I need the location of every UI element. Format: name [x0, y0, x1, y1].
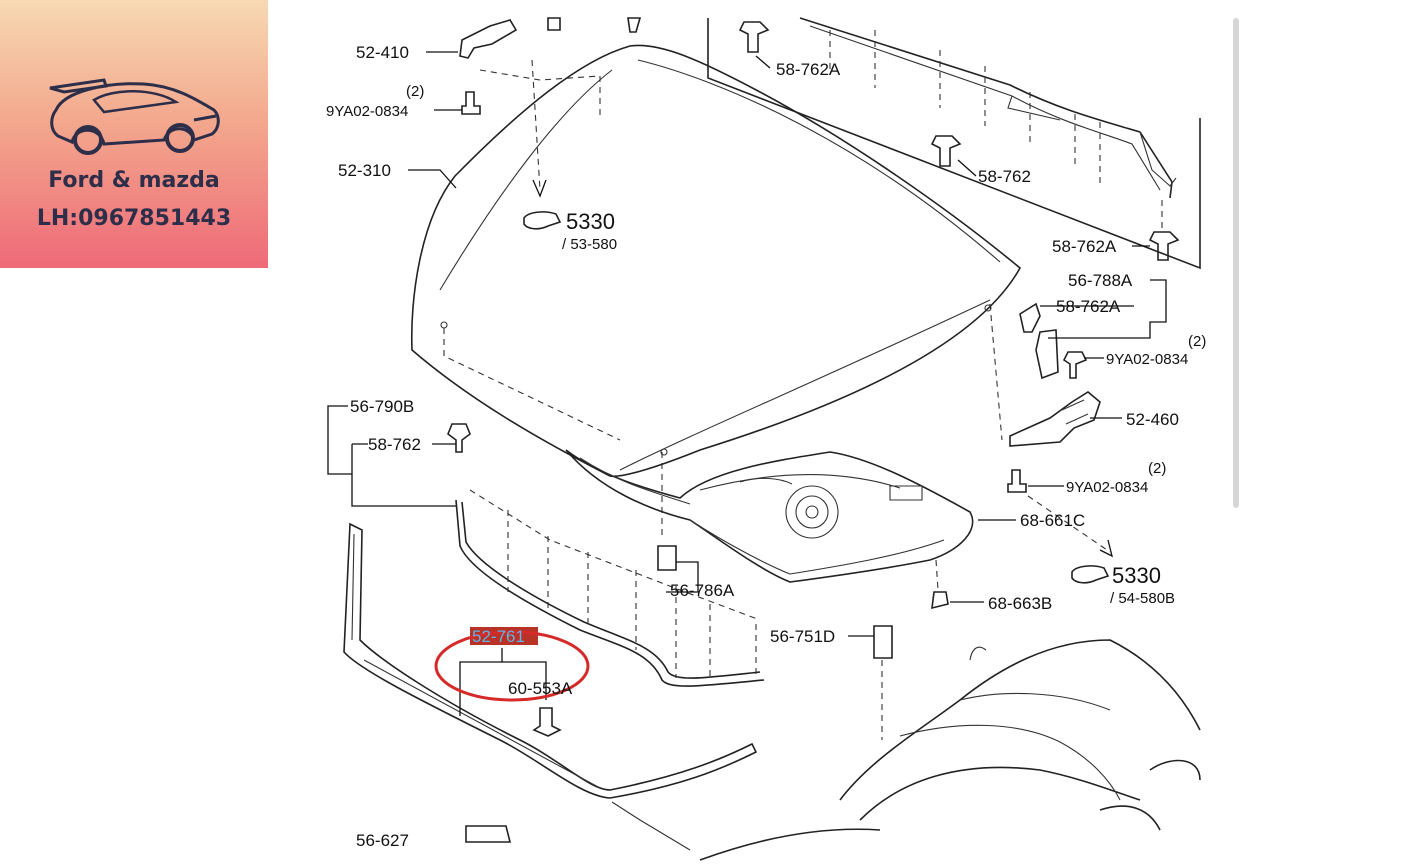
cable-clip-icon [447, 423, 471, 453]
bumper-stop-icon [873, 625, 893, 659]
scrollbar[interactable] [1233, 18, 1239, 508]
reference-hand-icon [1071, 565, 1110, 584]
callout-56-751d: 56-751D [770, 627, 835, 646]
callout-qty: (2) [1148, 460, 1166, 477]
callout-58-762: 58-762 [978, 167, 1031, 186]
hood-panel [410, 44, 1022, 540]
callout-52-761-highlighted: 52-761 [472, 627, 525, 646]
hood-seal-strip [455, 489, 765, 687]
callout-52-460: 52-460 [1126, 410, 1179, 429]
grommet-icon [532, 707, 562, 737]
callout-9ya02-0834: 9YA02-0834 [1106, 351, 1188, 368]
callout-52-410: 52-410 [356, 43, 409, 62]
callout-56-627: 56-627 [356, 831, 409, 850]
brand-phone: LH:0967851443 [36, 206, 232, 231]
bolt-icon [1007, 469, 1027, 493]
hood-stay-clip-icon [1019, 302, 1059, 380]
hood-hinge-right-icon [1009, 391, 1101, 447]
highlight-ring [434, 630, 590, 702]
callout-56-786a: 56-786A [670, 581, 735, 600]
callout-9ya02-0834: 9YA02-0834 [1066, 479, 1148, 496]
brand-banner: Ford & mazda LH:0967851443 [0, 0, 268, 268]
bumper-stop-icon [657, 545, 677, 571]
callout-58-762a: 58-762A [1052, 237, 1117, 256]
lower-seal-strip [343, 522, 758, 799]
callout-qty: (2) [1188, 333, 1206, 350]
brand-name: Ford & mazda [48, 168, 220, 193]
reference-5330: 5330 [566, 209, 615, 234]
callout-58-762a: 58-762A [776, 60, 841, 79]
callout-56-790b: 56-790B [350, 397, 414, 416]
callout-68-663b: 68-663B [988, 594, 1052, 613]
hood-inner-frame [565, 449, 974, 583]
reference-5330: 5330 [1112, 563, 1161, 588]
reference-54-580b: / 54-580B [1110, 590, 1175, 607]
hood-hinge-left-icon [459, 17, 642, 59]
reference-hand-icon [523, 211, 562, 230]
callout-60-553a: 60-553A [508, 679, 573, 698]
clip-icon [738, 21, 770, 53]
sports-car-icon [49, 78, 220, 155]
callout-52-310: 52-310 [338, 161, 391, 180]
bolt-icon [1062, 351, 1088, 379]
vehicle-front-outline [465, 639, 1201, 861]
clip-icon [930, 135, 962, 167]
callout-qty: (2) [406, 83, 424, 100]
reference-53-580: / 53-580 [562, 236, 617, 253]
callout-56-788a: 56-788A [1068, 271, 1133, 290]
callout-58-762a: 58-762A [1056, 297, 1121, 316]
callout-68-661c: 68-661C [1020, 511, 1085, 530]
bolt-icon [461, 91, 481, 115]
callout-58-762: 58-762 [368, 435, 421, 454]
grommet-icon [931, 591, 949, 610]
leader-lines [327, 51, 1167, 716]
callout-9ya02-0834: 9YA02-0834 [326, 103, 408, 120]
cowl-panel-box [707, 17, 1201, 270]
clip-icon [1148, 231, 1180, 261]
